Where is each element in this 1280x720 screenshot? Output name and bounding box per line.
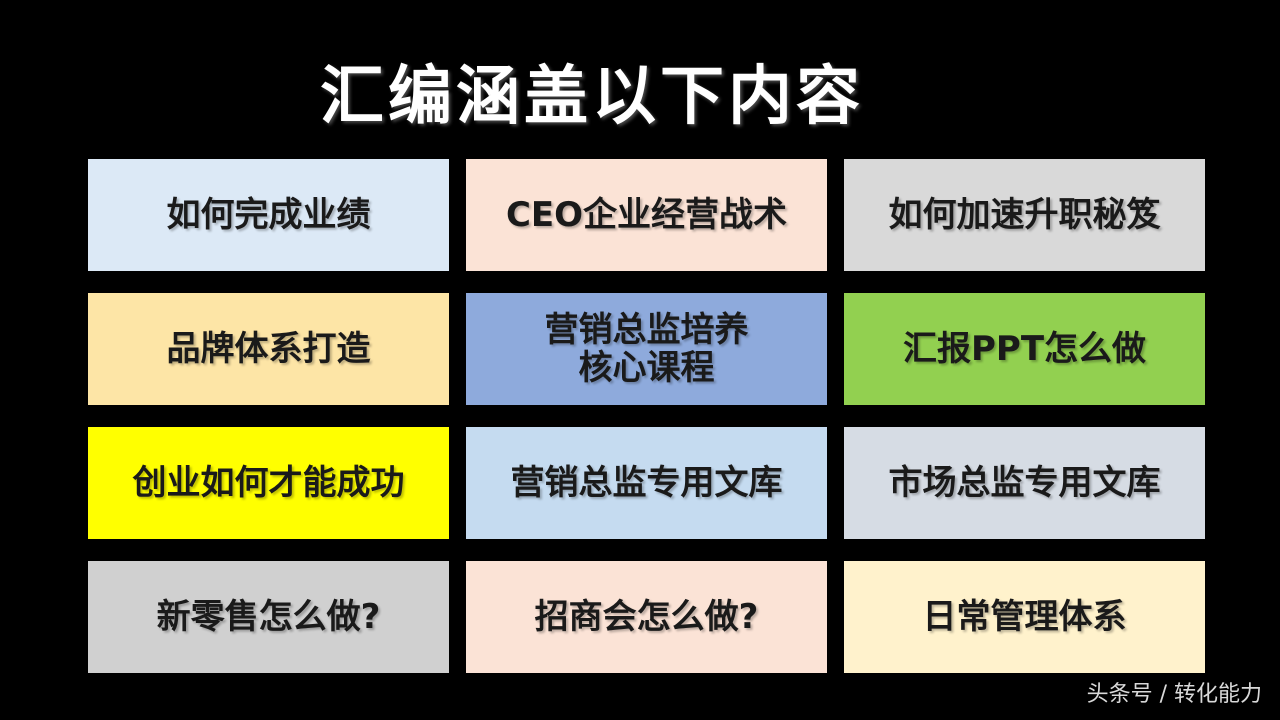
topic-card-daily-management: 日常管理体系 [844,561,1205,673]
watermark: 头条号 / 转化能力 [1086,682,1262,707]
topic-card-promotion-tips: 如何加速升职秘笈 [844,159,1205,271]
topic-card-investment-meeting: 招商会怎么做? [466,561,827,673]
topic-card-new-retail: 新零售怎么做? [88,561,449,673]
topic-card-startup-success: 创业如何才能成功 [88,427,449,539]
topic-card-marketing-director-course: 营销总监培养 核心课程 [466,293,827,405]
topic-card-marketing-library: 营销总监专用文库 [466,427,827,539]
topic-card-brand-system: 品牌体系打造 [88,293,449,405]
topic-card-ceo-strategy: CEO企业经营战术 [466,159,827,271]
page-title: 汇编涵盖以下内容 [320,59,864,134]
topic-card-market-library: 市场总监专用文库 [844,427,1205,539]
topic-card-performance: 如何完成业绩 [88,159,449,271]
topic-card-report-ppt: 汇报PPT怎么做 [844,293,1205,405]
topic-grid: 如何完成业绩 CEO企业经营战术 如何加速升职秘笈 品牌体系打造 营销总监培养 … [88,159,1206,674]
